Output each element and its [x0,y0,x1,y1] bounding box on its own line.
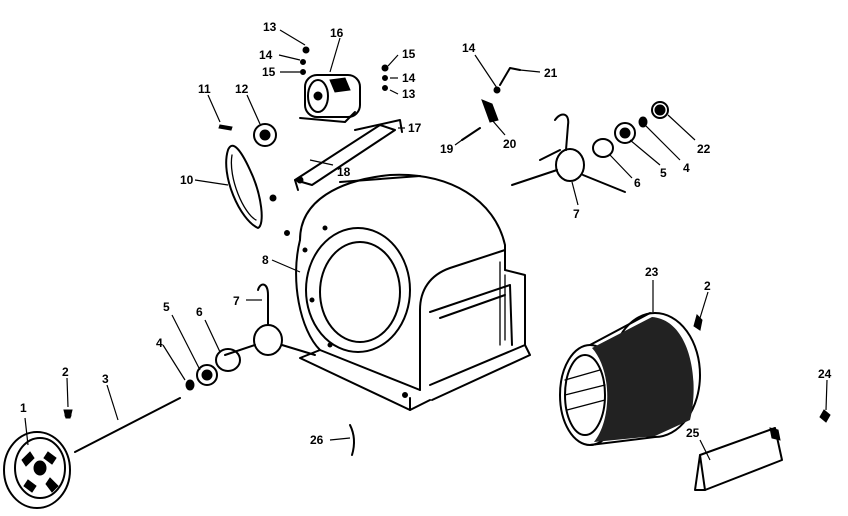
plate-screw [819,409,831,423]
cotter-pin [349,424,356,456]
label-part-2-right: 2 [704,279,711,293]
wheel-set-screw [693,314,703,331]
label-part-8: 8 [262,253,269,267]
label-part-5-left: 5 [163,300,170,314]
label-part-3: 3 [102,372,109,386]
label-part-1: 1 [20,401,27,415]
label-part-13-right: 13 [402,87,416,101]
label-part-14-right: 14 [402,71,416,85]
part-labels: 1 2 3 4 5 6 7 8 10 11 12 13 14 15 16 15 … [20,20,832,447]
label-part-7-right: 7 [573,207,580,221]
label-part-6-left: 6 [196,305,203,319]
cutoff-plate [694,427,783,491]
belt-bolts [269,194,290,236]
label-part-6-right: 6 [634,176,641,190]
label-part-4-left: 4 [156,336,163,350]
shaft [74,397,181,453]
bolt-left [63,409,73,419]
belt [225,144,263,229]
label-part-18: 18 [337,165,351,179]
bearing-bracket-left [224,283,316,356]
label-part-23: 23 [645,265,659,279]
label-part-17: 17 [408,121,422,135]
label-part-16: 16 [330,26,344,40]
motor-hardware [300,46,389,91]
bearing-bracket-right [511,113,626,193]
label-part-5-right: 5 [660,166,667,180]
label-part-14-left: 14 [259,48,273,62]
bearing-set-right [592,101,669,158]
label-part-15-right: 15 [402,47,416,61]
bearing-set-left [185,348,241,391]
blower-housing [295,173,531,411]
label-part-12: 12 [235,82,249,96]
label-part-2-left: 2 [62,365,69,379]
label-part-25: 25 [686,426,700,440]
label-part-11: 11 [198,82,211,96]
label-part-19: 19 [440,142,454,156]
label-part-15-left: 15 [262,65,276,79]
leader-lines [24,29,828,461]
label-part-14-top: 14 [462,41,476,55]
motor-pulley [218,123,277,147]
blower-pulley [3,431,71,509]
motor [299,74,361,123]
label-part-21: 21 [544,66,558,80]
label-part-7-left: 7 [233,294,240,308]
label-part-26: 26 [310,433,324,447]
adjuster-rods [461,67,521,141]
label-part-13-left: 13 [263,20,277,34]
blower-wheel [559,312,701,446]
label-part-22: 22 [697,142,711,156]
label-part-24: 24 [818,367,832,381]
label-part-10: 10 [180,173,194,187]
label-part-20: 20 [503,137,517,151]
label-part-4-right: 4 [683,161,690,175]
